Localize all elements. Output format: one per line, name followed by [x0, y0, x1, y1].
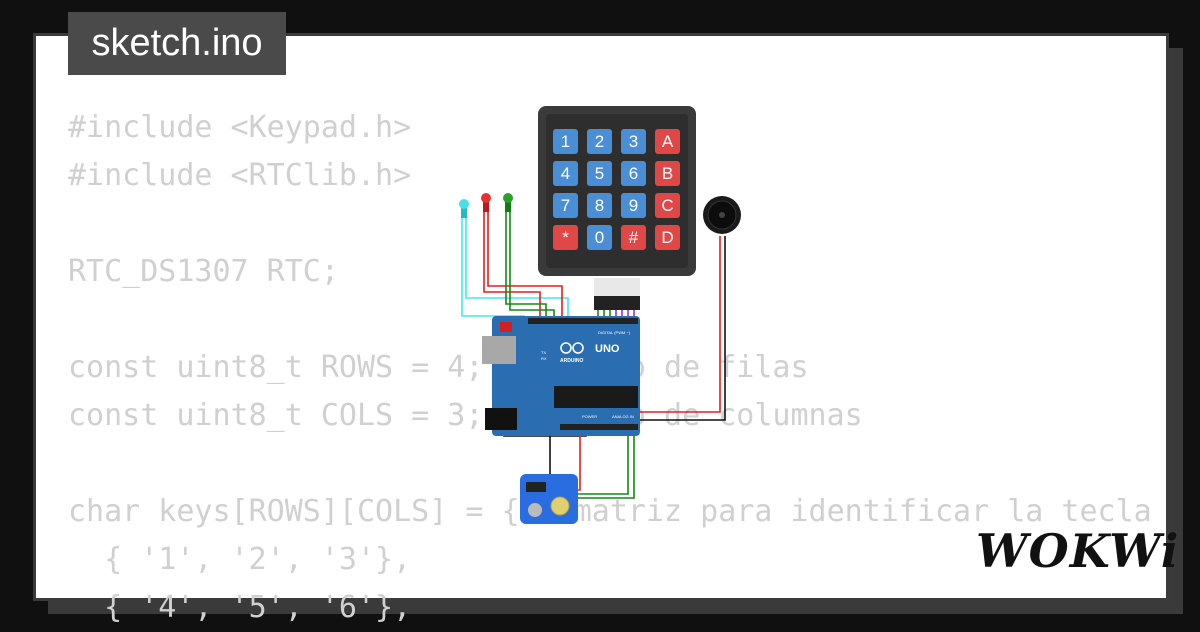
- code-line: { '4', '5', '6'},: [68, 590, 412, 625]
- keypad-key[interactable]: *: [553, 225, 578, 250]
- keypad-key[interactable]: 5: [587, 161, 612, 186]
- wokwi-logo[interactable]: WOKWi: [976, 524, 1180, 578]
- file-tab[interactable]: sketch.ino: [68, 12, 286, 75]
- keypad-keys[interactable]: 1 2 3 A 4 5 6 B 7 8 9 C * 0 # D: [553, 129, 680, 250]
- keypad-key[interactable]: 4: [553, 161, 578, 186]
- code-line: RTC_DS1307 RTC;: [68, 254, 339, 289]
- usb-port: [482, 336, 516, 364]
- keypad-key-label: 5: [595, 164, 604, 183]
- keypad-key-label: A: [662, 132, 674, 151]
- keypad-key-label: 2: [595, 132, 604, 151]
- wire-rtc-green-2: [566, 430, 635, 499]
- buzzer[interactable]: [703, 196, 741, 234]
- keypad-key[interactable]: 3: [621, 129, 646, 154]
- keypad-key[interactable]: 1: [553, 129, 578, 154]
- keypad-key-label: 8: [595, 196, 604, 215]
- keypad-key[interactable]: 7: [553, 193, 578, 218]
- led-red[interactable]: [481, 193, 491, 212]
- keypad[interactable]: 1 2 3 A 4 5 6 B 7 8 9 C * 0 # D: [538, 106, 696, 310]
- code-line: #include <Keypad.h>: [68, 110, 412, 145]
- keypad-key[interactable]: 9: [621, 193, 646, 218]
- wire-red-led-2: [487, 210, 563, 322]
- led-green[interactable]: [503, 193, 513, 212]
- keypad-key-label: D: [661, 228, 673, 247]
- board-brand: ARDUINO: [560, 358, 583, 364]
- power-label: POWER: [582, 414, 597, 419]
- keypad-key[interactable]: C: [655, 193, 680, 218]
- keypad-key-label: 3: [629, 132, 638, 151]
- atmega-chip: [554, 386, 638, 408]
- tx-label: TX: [541, 350, 546, 355]
- keypad-key-label: #: [629, 228, 639, 247]
- wire-green-led: [505, 210, 547, 322]
- keypad-key[interactable]: 6: [621, 161, 646, 186]
- keypad-key[interactable]: 0: [587, 225, 612, 250]
- rtc-module[interactable]: [520, 474, 578, 524]
- power-jack: [485, 408, 517, 430]
- keypad-key-label: 6: [629, 164, 638, 183]
- rx-label: RX: [541, 356, 547, 361]
- keypad-key-label: 4: [561, 164, 570, 183]
- code-line: #include <RTClib.h>: [68, 158, 412, 193]
- wire-cyan-led-2: [465, 216, 569, 322]
- keypad-key-label: *: [562, 228, 569, 247]
- digital-label: DIGITAL (PWM ~): [598, 330, 631, 335]
- wire-cyan-led: [461, 216, 525, 322]
- keypad-key[interactable]: #: [621, 225, 646, 250]
- arduino-uno-board[interactable]: UNO ARDUINO DIGITAL (PWM ~) TX RX POWER …: [482, 316, 640, 436]
- keypad-key[interactable]: 2: [587, 129, 612, 154]
- led-cyan[interactable]: [459, 199, 469, 218]
- keypad-key[interactable]: D: [655, 225, 680, 250]
- keypad-key-label: B: [662, 164, 673, 183]
- keypad-key-label: 0: [595, 228, 604, 247]
- keypad-key-label: 9: [629, 196, 638, 215]
- analog-label: ANALOG IN: [612, 414, 634, 419]
- keypad-key-label: C: [661, 196, 673, 215]
- reset-button[interactable]: [500, 322, 512, 332]
- keypad-key[interactable]: B: [655, 161, 680, 186]
- keypad-key[interactable]: 8: [587, 193, 612, 218]
- code-line: { '1', '2', '3'},: [68, 542, 412, 577]
- keypad-key-label: 7: [561, 196, 570, 215]
- keypad-key[interactable]: A: [655, 129, 680, 154]
- wire-rtc-green: [566, 430, 629, 495]
- wire-red-led: [483, 210, 541, 322]
- keypad-key-label: 1: [561, 132, 570, 151]
- board-model: UNO: [595, 343, 620, 355]
